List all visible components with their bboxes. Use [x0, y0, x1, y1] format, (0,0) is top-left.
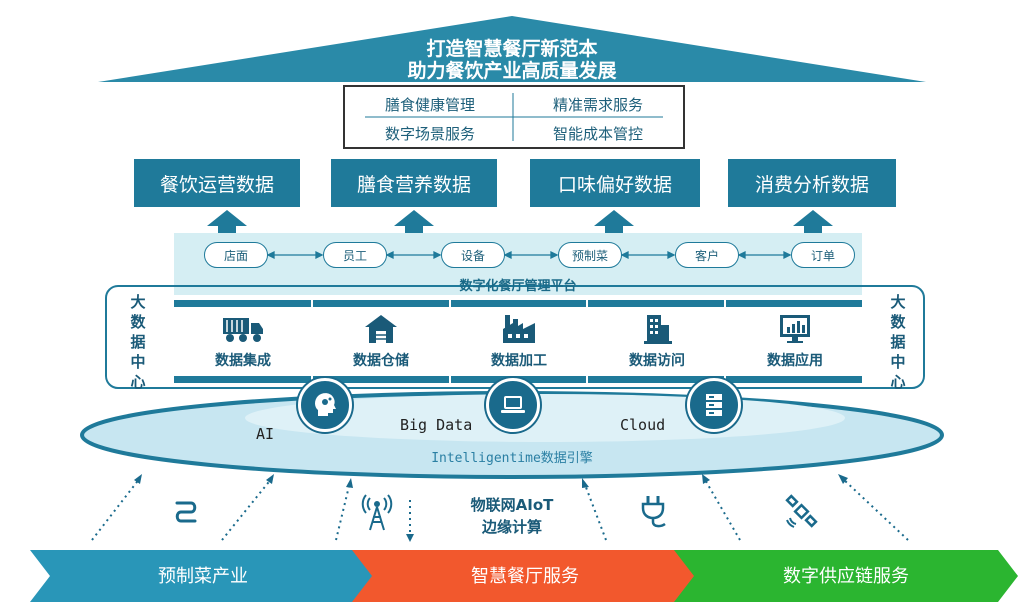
band-label-supply-chain: 数字供应链服务: [783, 566, 909, 587]
iot-line2: 边缘计算: [481, 518, 542, 536]
route-icon: [166, 492, 206, 532]
iot-line1: 物联网AIoT: [470, 496, 554, 514]
plug-icon: [634, 492, 674, 532]
function-label: 数据应用: [767, 353, 823, 369]
flow-node-store: 店面: [204, 242, 268, 268]
truck-icon: [178, 312, 308, 346]
function-data-warehouse: 数据仓储: [316, 312, 446, 370]
flow-node-staff: 员工: [323, 242, 387, 268]
iot-text: 物联网AIoT 边缘计算: [450, 494, 574, 538]
data-box-nutrition: 膳食营养数据: [331, 159, 497, 207]
function-data-access: 数据访问: [592, 312, 722, 370]
function-label: 数据加工: [491, 353, 547, 369]
goals-divider: [365, 93, 663, 141]
flow-node-prepared-food: 预制菜: [558, 242, 622, 268]
factory-icon: [454, 312, 584, 346]
warehouse-icon: [316, 312, 446, 346]
chart-monitor-icon: [730, 312, 860, 346]
roof-title-line1: 打造智慧餐厅新范本: [426, 38, 598, 60]
data-box-operations: 餐饮运营数据: [134, 159, 300, 207]
band-shape: [674, 550, 1018, 602]
engine-label-cloud: Cloud: [620, 416, 666, 434]
band-label-prepared-food: 预制菜产业: [158, 566, 248, 587]
flow-connectors: [266, 250, 792, 260]
platform-title: 数字化餐厅管理平台: [459, 279, 577, 294]
satellite-icon: [782, 492, 822, 532]
ai-head-icon: [298, 378, 352, 432]
data-box-consumption: 消费分析数据: [728, 159, 896, 207]
engine-title: Intelligentime数据引擎: [431, 451, 593, 466]
band-shape: [30, 550, 376, 602]
function-data-processing: 数据加工: [454, 312, 584, 370]
dotted-arrowheads: [134, 474, 848, 542]
platform-band: [174, 233, 862, 295]
function-data-integration: 数据集成: [178, 312, 308, 370]
goals-box: 膳食健康管理 精准需求服务 数字场景服务 智能成本管控: [343, 85, 685, 149]
data-box-taste: 口味偏好数据: [530, 159, 700, 207]
function-label: 数据集成: [215, 353, 271, 369]
band-shape: [352, 550, 698, 602]
dotted-arrows: [91, 477, 909, 541]
side-label-right: 大数据中心: [890, 293, 906, 391]
goal-item: 精准需求服务: [552, 96, 643, 114]
goal-item: 智能成本管控: [552, 125, 643, 143]
engine-label-big-data: Big Data: [400, 416, 473, 434]
goal-item: 数字场景服务: [384, 125, 475, 143]
up-arrow: [207, 210, 247, 234]
roof-shape: [98, 16, 926, 82]
up-arrow: [793, 210, 833, 234]
flow-node-customer: 客户: [675, 242, 739, 268]
up-arrow: [594, 210, 634, 234]
goal-item: 膳食健康管理: [384, 96, 475, 114]
function-label: 数据仓储: [353, 353, 409, 369]
antenna-icon: [357, 492, 397, 532]
function-data-application: 数据应用: [730, 312, 860, 370]
side-label-left: 大数据中心: [130, 293, 146, 391]
laptop-icon: [486, 378, 540, 432]
band-label-smart-restaurant: 智慧餐厅服务: [471, 566, 579, 587]
up-arrows: [207, 210, 833, 234]
up-arrow: [394, 210, 434, 234]
engine-label-ai: AI: [256, 425, 275, 443]
server-icon: [687, 378, 741, 432]
building-icon: [592, 312, 722, 346]
roof-title-line2: 助力餐饮产业高质量发展: [407, 60, 617, 82]
flow-node-order: 订单: [791, 242, 855, 268]
flow-node-equipment: 设备: [441, 242, 505, 268]
function-label: 数据访问: [629, 353, 685, 369]
